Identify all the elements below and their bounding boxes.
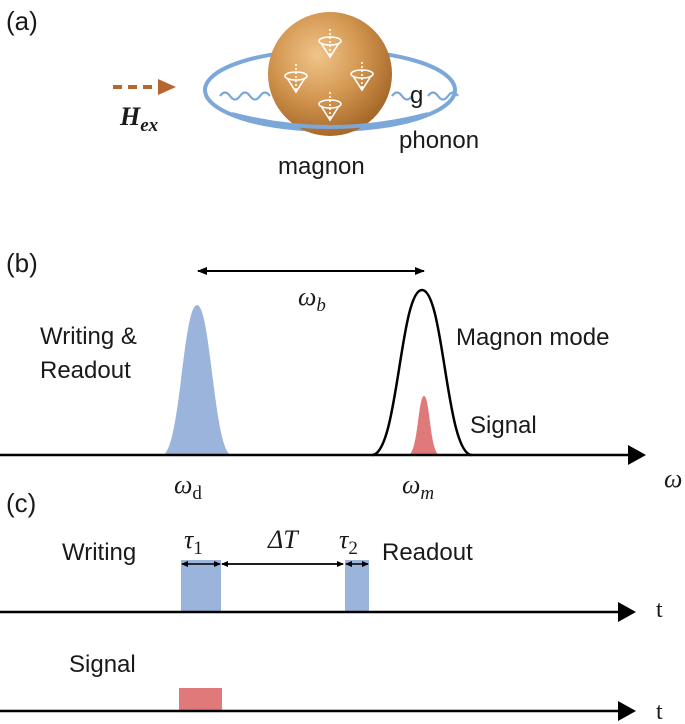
phonon-ring-front <box>231 112 429 129</box>
external-field-label: Hex <box>119 102 159 136</box>
magnon-mode-label: Magnon mode <box>456 324 609 351</box>
time-axis-1-arrowhead <box>618 602 636 622</box>
magnon-mode-peak <box>371 288 473 457</box>
writing-pulse <box>181 560 221 612</box>
panel-c-label: (c) <box>6 488 36 518</box>
writing-readout-label-line1: Writing & <box>40 323 137 350</box>
spin-icons <box>284 29 374 122</box>
signal-pulse <box>179 688 222 711</box>
signal-label-b: Signal <box>470 412 537 439</box>
time-axis-1-label: t <box>656 597 663 623</box>
omega-b-label: ωb <box>298 282 326 316</box>
magnon-label: magnon <box>278 153 365 180</box>
readout-label-c: Readout <box>382 539 473 566</box>
readout-pulse <box>345 560 369 612</box>
writing-label-c: Writing <box>62 539 136 566</box>
signal-label-c: Signal <box>69 651 136 678</box>
omega-d-label: ωd <box>174 470 202 504</box>
omega-axis-label: ω <box>664 464 682 493</box>
phonon-wave-left <box>219 91 271 101</box>
magnon-sphere <box>268 12 392 136</box>
external-field-arrow <box>113 79 176 95</box>
panel-a-label: (a) <box>6 6 38 36</box>
phonon-label: phonon <box>399 127 479 154</box>
tau1-label: τ1 <box>184 525 203 559</box>
coupling-g-label: g <box>410 82 423 109</box>
frequency-axis-arrowhead <box>628 445 646 465</box>
delta-t-label: ΔT <box>267 525 299 554</box>
writing-readout-label-line2: Readout <box>40 357 131 384</box>
omega-m-label: ωm <box>402 470 434 504</box>
phonon-wave-right-1 <box>391 91 413 101</box>
drive-peak <box>162 305 232 455</box>
signal-peak <box>408 396 440 455</box>
panel-b-label: (b) <box>6 248 38 278</box>
time-axis-2-label: t <box>656 699 663 724</box>
time-axis-2-arrowhead <box>618 701 636 721</box>
tau2-label: τ2 <box>339 525 358 559</box>
phonon-wave-right-2 <box>427 91 459 101</box>
